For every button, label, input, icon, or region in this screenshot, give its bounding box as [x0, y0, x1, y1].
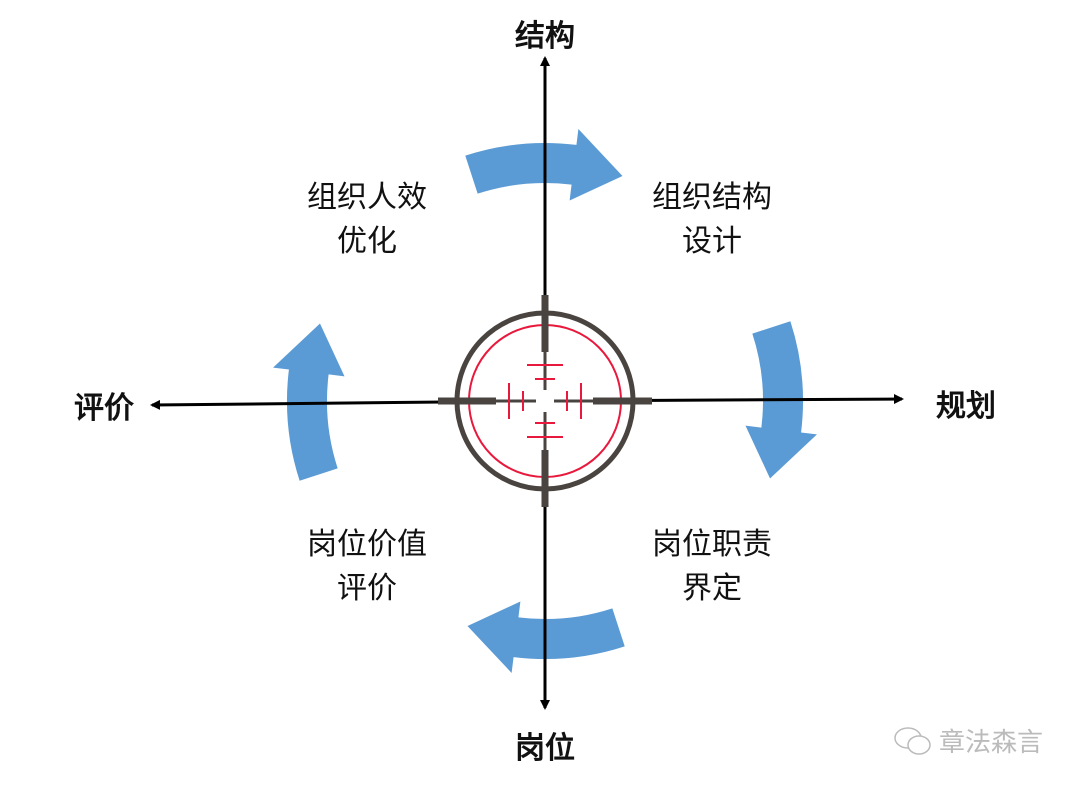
quadrant-label-top-left: 组织人效 优化 [307, 176, 427, 264]
quadrant-label-bottom-right: 岗位职责 界定 [652, 523, 772, 611]
axis-label-right: 规划 [936, 389, 996, 424]
quadrant-line: 组织人效 [307, 180, 427, 215]
wechat-icon [894, 726, 931, 755]
quadrant-label-bottom-left: 岗位价值 评价 [307, 523, 427, 611]
axis-label-top: 结构 [515, 19, 575, 54]
watermark-text: 章法森言 [939, 728, 1044, 758]
watermark: 章法森言 [893, 722, 1043, 759]
quadrant-line: 评价 [337, 571, 397, 606]
target-crosshair-icon [438, 295, 652, 507]
quadrant-line: 岗位职责 [652, 527, 772, 562]
quadrant-line: 组织结构 [652, 180, 772, 215]
quadrant-label-top-right: 组织结构 设计 [652, 176, 772, 264]
quadrant-line: 设计 [682, 224, 742, 259]
axis-label-left: 评价 [74, 391, 134, 426]
quadrant-line: 岗位价值 [307, 527, 427, 562]
quadrant-line: 优化 [337, 224, 397, 259]
quadrant-line: 界定 [682, 571, 742, 606]
axis-label-bottom: 岗位 [515, 731, 575, 766]
